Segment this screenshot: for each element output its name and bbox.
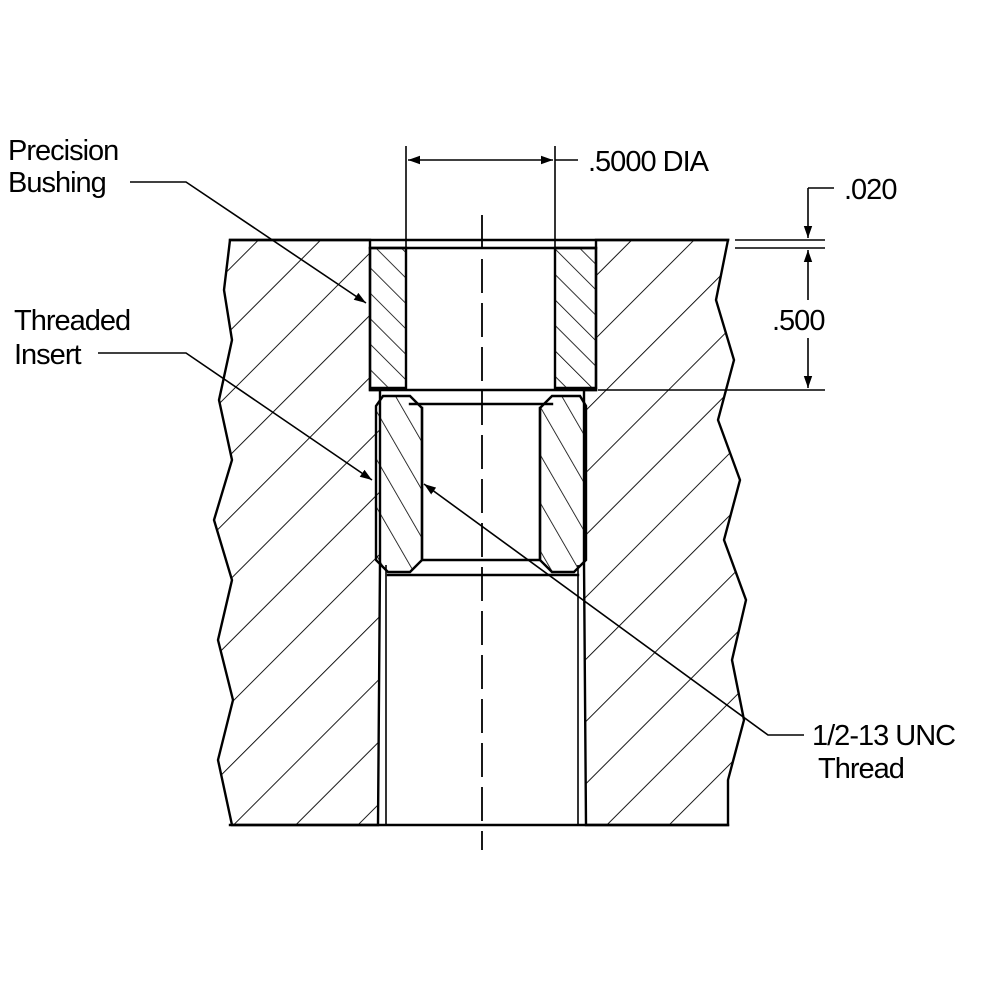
precision-bushing-right bbox=[553, 246, 598, 390]
base-body-right bbox=[582, 238, 748, 827]
precision-bushing-left bbox=[368, 246, 408, 390]
insert-bore-outline bbox=[420, 406, 542, 562]
threaded-insert-right bbox=[538, 394, 588, 574]
thread-label-line1: 1/2-13 UNC bbox=[812, 720, 955, 752]
base-body-left bbox=[212, 238, 382, 827]
threaded-insert-label-line2: Insert bbox=[14, 339, 81, 371]
thread-leader bbox=[423, 483, 804, 736]
bushing-depth-label: .500 bbox=[772, 305, 824, 337]
threaded-insert-label-line1: Threaded bbox=[14, 305, 130, 337]
threaded-insert-leader bbox=[98, 352, 373, 481]
top-offset-label: .020 bbox=[844, 174, 896, 206]
precision-bushing-leader bbox=[130, 181, 367, 304]
threaded-insert-left bbox=[374, 394, 424, 574]
bore-dia-label: .5000 DIA bbox=[588, 146, 710, 178]
precision-bushing-label-line1: Precision bbox=[8, 135, 118, 167]
thread-label-line2: Thread bbox=[818, 753, 904, 785]
precision-bushing-label-line2: Bushing bbox=[8, 167, 106, 199]
